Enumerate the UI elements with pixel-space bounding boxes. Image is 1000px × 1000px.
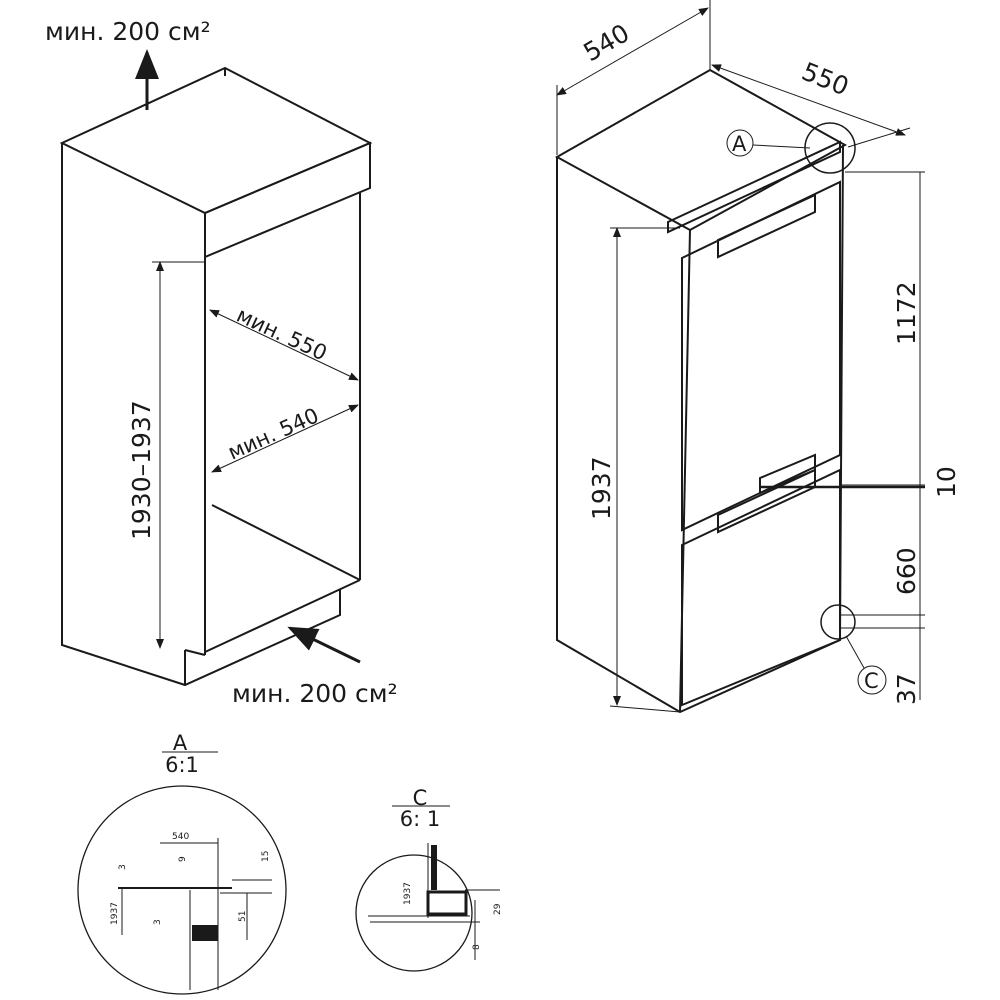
callout-a: A [732,132,747,156]
niche-depth-label: мин. 550 [233,303,331,366]
detail-a-scale: 6:1 [165,753,199,777]
niche-width-label: мин. 540 [224,403,322,464]
detail-c-dim-1937: 1937 [403,882,413,905]
upper-door-label: 1172 [892,281,921,345]
callout-c: C [864,669,879,693]
detail-a-dim: 9 [178,856,188,862]
detail-c-scale: 6: 1 [400,807,440,831]
niche-drawing [59,66,373,687]
vent-bottom-label: мин. 200 см² [232,679,398,708]
niche-dimensions: мин. 200 см² мин. 200 см² 1930–1937 мин.… [45,17,398,708]
detail-c: C 6: 1 1937 29 8 [355,786,503,972]
detail-c-letter: C [413,786,428,810]
appliance-depth-label: 550 [798,57,853,102]
detail-a-dim: 3 [153,919,163,925]
detail-a-dim: 1937 [110,902,120,925]
bottom-offset-label: 37 [892,673,921,705]
detail-a-dim: 3 [118,864,128,870]
vent-top-label: мин. 200 см² [45,17,211,46]
detail-c-dim-29: 29 [493,903,503,915]
detail-a-dim: 15 [261,851,271,862]
appliance-drawing [554,68,848,714]
detail-a-letter: A [173,731,188,755]
detail-a: A 6:1 540 3 9 15 1937 3 51 [77,731,287,995]
appliance-dimensions: 540 550 1172 10 660 37 1937 A C [556,0,961,713]
detail-c-dim-8: 8 [472,944,482,950]
lower-door-label: 660 [892,547,921,595]
gap-label: 10 [932,466,961,498]
detail-a-dim-540: 540 [172,832,189,842]
detail-a-dim: 51 [238,911,248,922]
niche-height-label: 1930–1937 [127,400,156,540]
appliance-width-label: 540 [579,18,635,67]
appliance-height-label: 1937 [587,456,616,520]
